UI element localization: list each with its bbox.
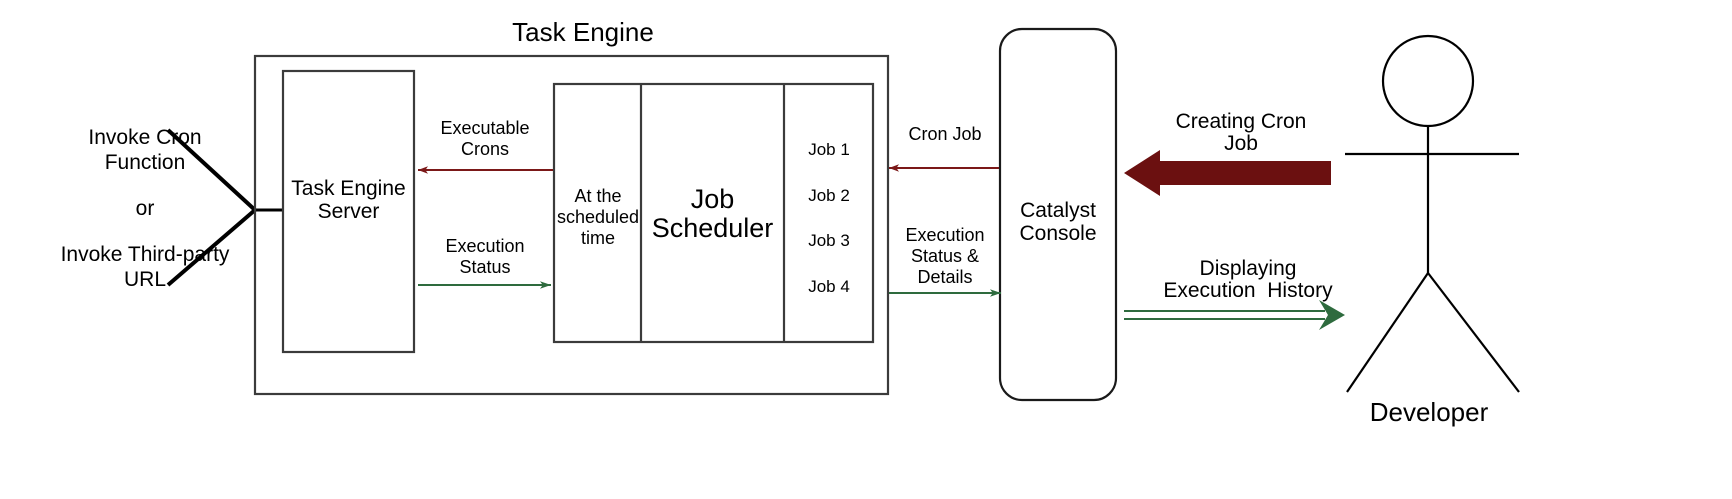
task-engine-server-box — [281, 69, 416, 354]
arrow-creating-cron-job — [1124, 150, 1331, 196]
arrow-label-creating-cron-job-line2: Job — [1224, 132, 1258, 155]
task-engine-server-label-line1: Task Engine — [291, 177, 406, 200]
job-item-1: Job 1 — [808, 140, 850, 159]
arrow-displaying-execution-history — [1124, 300, 1345, 330]
left-input-invoke-cron-line1: Invoke Cron — [88, 126, 202, 149]
arrow-label-executable-crons-line2: Crons — [460, 139, 509, 159]
job-scheduler-label-line1: Job — [690, 184, 735, 214]
arrow-label-execution-status-details-line1: Execution — [905, 225, 985, 245]
page-title: Task Engine — [512, 17, 654, 47]
arrow-label-execution-status-line2: Status — [459, 257, 511, 277]
left-input-invoke-cron-line2: Function — [104, 151, 186, 174]
left-input-invoke-url-line2: URL — [123, 268, 166, 291]
catalyst-console-label-line2: Console — [1019, 222, 1097, 245]
developer-label: Developer — [1369, 397, 1489, 427]
task-engine-outer-box — [253, 54, 890, 396]
job-scheduler-box — [552, 82, 875, 344]
arrow-label-cron-job: Cron Job — [908, 124, 982, 144]
arrow-label-creating-cron-job-line1: Creating Cron — [1175, 110, 1307, 133]
arrow-label-execution-status-details-line3: Details — [917, 267, 973, 287]
catalyst-console-label-line1: Catalyst — [1020, 199, 1096, 222]
arrow-label-displaying-history-line1: Displaying — [1199, 257, 1297, 280]
left-input-invoke-url-line1: Invoke Third-party — [60, 243, 230, 266]
scheduler-col1-line1: At the — [574, 186, 622, 206]
scheduler-col1-line2: scheduled — [556, 207, 640, 227]
catalyst-console-box — [998, 27, 1118, 402]
arrow-label-executable-crons-line1: Executable — [440, 118, 530, 138]
job-item-2: Job 2 — [808, 186, 850, 205]
job-scheduler-label-line2: Scheduler — [651, 213, 774, 243]
scheduler-col1-line3: time — [580, 228, 615, 248]
left-input-or-connector: or — [135, 197, 155, 220]
left-input-connector-lines — [166, 128, 283, 287]
arrow-label-execution-status-line1: Execution — [445, 236, 525, 256]
arrow-label-displaying-history-line2: Execution History — [1163, 279, 1333, 302]
arrow-label-execution-status-details-line2: Status & — [910, 246, 980, 266]
job-item-4: Job 4 — [808, 277, 850, 296]
task-engine-server-label-line2: Server — [317, 200, 380, 223]
developer-stick-figure-icon — [1345, 34, 1520, 393]
job-item-3: Job 3 — [808, 231, 850, 250]
